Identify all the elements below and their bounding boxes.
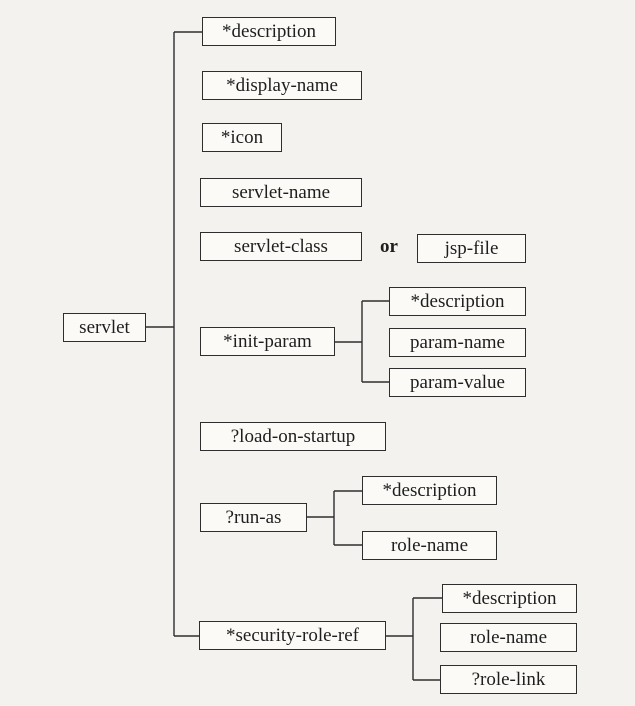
node-run-as-description: *description [362, 476, 497, 505]
node-display-name: *display-name [202, 71, 362, 100]
node-security-role-name: role-name [440, 623, 577, 652]
node-servlet: servlet [63, 313, 146, 342]
node-icon: *icon [202, 123, 282, 152]
node-param-value: param-value [389, 368, 526, 397]
node-description: *description [202, 17, 336, 46]
or-label: or [380, 236, 398, 257]
node-servlet-class: servlet-class [200, 232, 362, 261]
node-run-as-role-name: role-name [362, 531, 497, 560]
node-param-name: param-name [389, 328, 526, 357]
node-load-on-startup: ?load-on-startup [200, 422, 386, 451]
node-init-param-description: *description [389, 287, 526, 316]
node-role-link: ?role-link [440, 665, 577, 694]
node-security-role-ref: *security-role-ref [199, 621, 386, 650]
node-security-description: *description [442, 584, 577, 613]
node-jsp-file: jsp-file [417, 234, 526, 263]
node-init-param: *init-param [200, 327, 335, 356]
node-run-as: ?run-as [200, 503, 307, 532]
node-servlet-name: servlet-name [200, 178, 362, 207]
